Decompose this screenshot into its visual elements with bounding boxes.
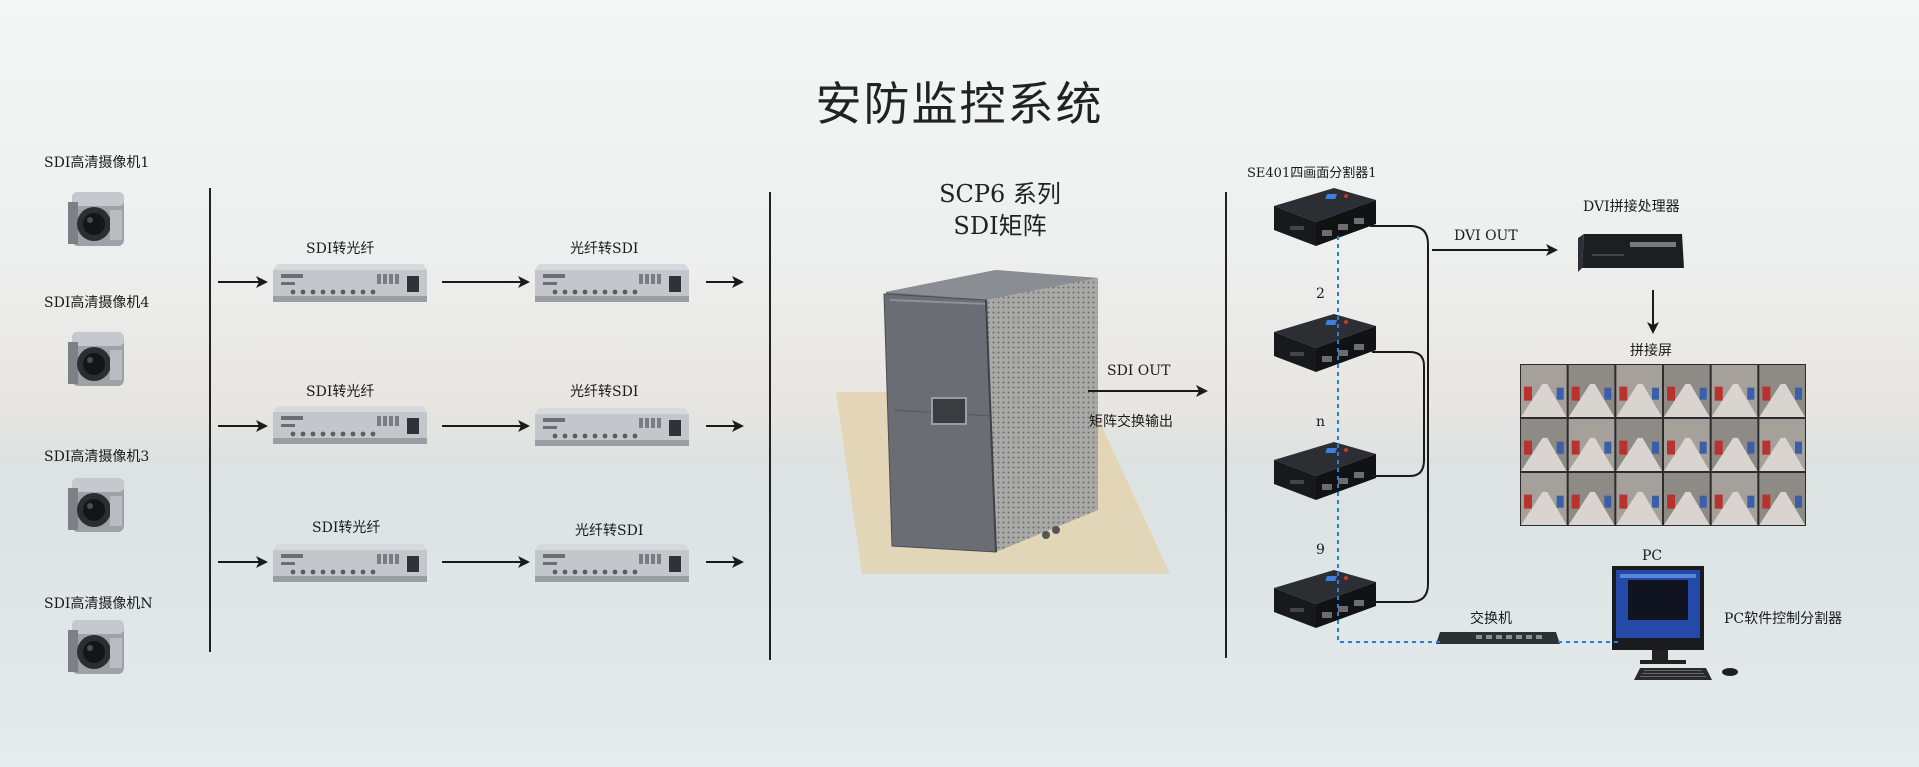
dvi-out-label: DVI OUT [1454,228,1518,244]
camera-label-2: SDI高清摄像机4 [44,295,150,311]
dvi-processor-label: DVI拼接处理器 [1583,199,1680,215]
splitter-bus-line [1370,225,1429,603]
dvi-processor-icon [1578,234,1684,272]
splitter-number: n [1316,414,1326,430]
converter-label-sdi-to-fiber: SDI转光纤 [306,241,375,257]
pc-software-label: PC软件控制分割器 [1724,611,1843,627]
video-wall-tile [1568,365,1615,417]
pc-monitor-icon [1612,566,1738,680]
switch-label: 交换机 [1470,611,1512,627]
video-wall-tile [1759,365,1805,417]
video-wall-tile [1664,419,1710,471]
converter-label-fiber-to-sdi: 光纤转SDI [570,241,639,257]
video-wall-tile [1711,365,1758,417]
divider-line [769,192,771,660]
network-switch-icon [1436,632,1560,644]
matrix-title-line2: SDI矩阵 [953,212,1047,240]
video-wall-tile [1711,419,1758,471]
video-wall-tile [1711,473,1758,525]
video-wall-tile [1568,419,1615,471]
splitter-number: 2 [1316,286,1325,302]
video-wall-tile [1616,473,1662,525]
matrix-title-line1: SCP6 系列 [939,180,1061,208]
video-wall-tile [1521,473,1567,525]
sdi-matrix-chassis-icon [836,270,1170,574]
video-wall-label: 拼接屏 [1630,343,1672,359]
video-wall-tile [1616,365,1662,417]
splitter-label: SE401四画面分割器1 [1247,166,1377,181]
converter-label-sdi-to-fiber: SDI转光纤 [312,520,381,536]
video-wall-tile [1664,365,1710,417]
camera-label-1: SDI高清摄像机1 [44,155,150,171]
converter-label-sdi-to-fiber: SDI转光纤 [306,384,375,400]
video-wall-tile [1759,473,1805,525]
converter-label-fiber-to-sdi: 光纤转SDI [570,384,639,400]
sdi-out-label: SDI OUT [1107,363,1171,379]
video-wall-tile [1568,473,1615,525]
splitter-bus-line [1372,351,1425,477]
page-title: 安防监控系统 [815,77,1104,131]
converter-label-fiber-to-sdi: 光纤转SDI [575,523,644,539]
video-wall-tile [1521,419,1567,471]
network-line [1337,236,1440,643]
video-wall-icon [1520,364,1806,526]
divider-line [1225,192,1227,658]
splitter-number: 9 [1316,542,1325,558]
video-wall-tile [1759,419,1805,471]
matrix-title: SCP6 系列 SDI矩阵 [900,178,1100,242]
video-wall-tile [1664,473,1710,525]
camera-label-3: SDI高清摄像机3 [44,449,150,465]
video-wall-tile [1616,419,1662,471]
camera-label-4: SDI高清摄像机N [44,596,153,612]
matrix-output-label: 矩阵交换输出 [1089,414,1173,430]
divider-line [209,188,211,652]
video-wall-tile [1521,365,1567,417]
pc-label: PC [1642,548,1663,564]
